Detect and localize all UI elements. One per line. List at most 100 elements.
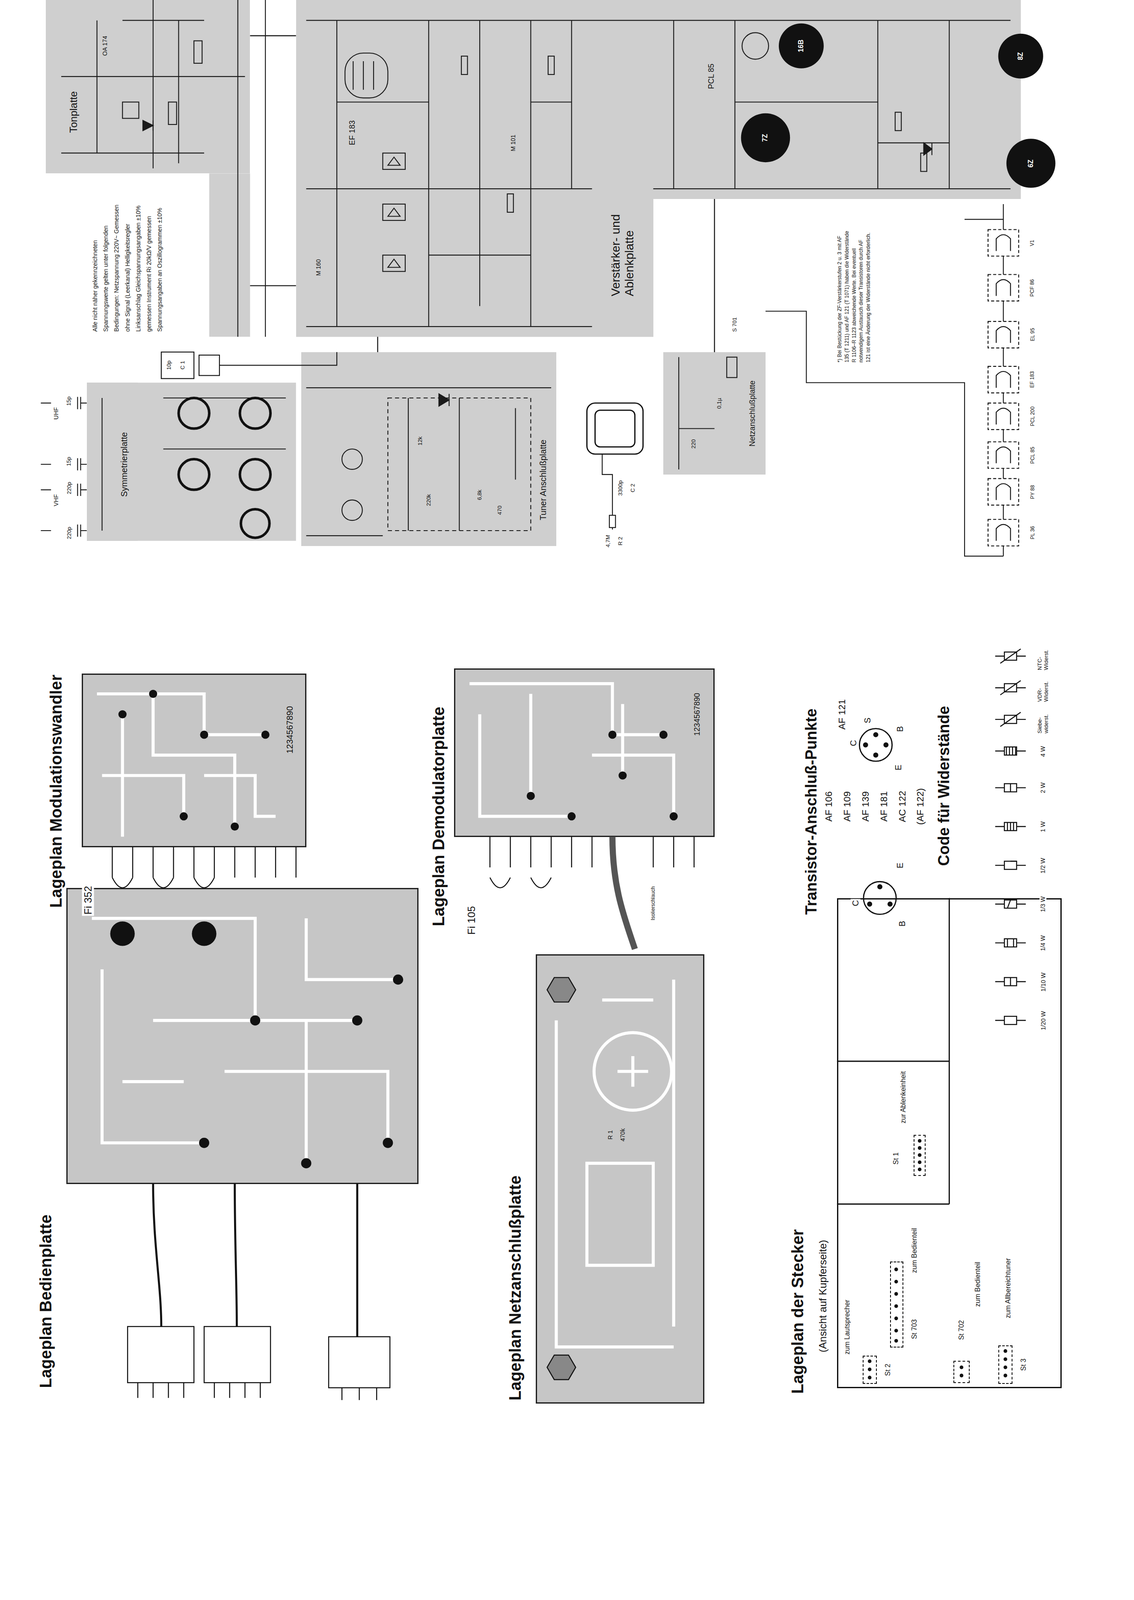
- schematic-label: *) Bei Bestückung der ZF-Verstärkerstufe…: [836, 228, 873, 364]
- schematic-label: 15p: [66, 395, 73, 408]
- pin-strip: [489, 836, 695, 868]
- schematic-label: 470: [496, 504, 504, 517]
- schematic-label: 1234567890: [284, 704, 295, 755]
- picture-tube: [587, 403, 644, 455]
- board-label: zum Lautsprecher: [843, 1298, 852, 1356]
- schematic-label: R 2: [617, 535, 624, 547]
- heater-chain: [988, 442, 1019, 469]
- coil-box: [198, 355, 220, 376]
- transistor-symbol: [240, 459, 271, 490]
- schematic-label: Siebe-widerst.: [1036, 704, 1050, 735]
- insulating-tube: [612, 836, 635, 949]
- transistor-symbol: [178, 397, 271, 538]
- schematic-label: 0,1µ: [716, 396, 723, 410]
- board-label: Symmetrierplatte: [119, 430, 130, 499]
- board-label: zum Bedienteil: [910, 1226, 919, 1275]
- cable: [153, 1183, 358, 1337]
- heater-chain: [988, 321, 1019, 348]
- component-symbol: [609, 515, 616, 528]
- schematic-label: 8Z: [1016, 50, 1025, 62]
- schematic-label: S 701: [731, 315, 739, 333]
- heater-chain: [988, 274, 1019, 301]
- board-label: zum Bedienteil: [973, 1260, 982, 1308]
- insulating-tube: [612, 836, 635, 949]
- schematic-wire: [602, 454, 613, 530]
- connector-socket: St 702zum Bedienteil: [953, 1360, 970, 1384]
- heater-chain: [988, 366, 1019, 393]
- schematic-label: EF 183: [347, 118, 357, 147]
- board-label: Verstärker- und Ablenkplatte: [608, 182, 637, 298]
- schematic-label: 220p: [66, 480, 73, 496]
- schematic-label: Code für Widerstände: [935, 704, 953, 868]
- board-label: St 703: [910, 1318, 919, 1341]
- schematic-label: PCL 85: [1030, 445, 1037, 466]
- board-label: (Ansicht auf Kupferseite): [816, 1238, 829, 1354]
- transistor-symbol: [240, 509, 270, 538]
- amplifier-board: Verstärker- und Ablenkplatte: [296, 0, 1022, 337]
- schematic-label: C 2: [629, 482, 636, 494]
- schematic-label: PY 88: [1030, 483, 1037, 500]
- schematic-label: 1 W: [1039, 820, 1047, 834]
- schematic-label: PCF 86: [1030, 277, 1037, 298]
- connector-plug: [137, 1382, 377, 1401]
- schematic-label: EL 95: [1030, 326, 1037, 343]
- schematic-label: UHF: [52, 406, 60, 422]
- schematic-label: 10p: [166, 359, 173, 372]
- schematic-label: 3300p: [617, 478, 624, 497]
- resistor-symbol: [1004, 747, 1017, 756]
- picture-tube: [587, 403, 644, 455]
- schematic-wire: [40, 397, 87, 538]
- schematic-label: V1: [1030, 238, 1037, 248]
- schematic-label: Transistor-Anschluß-Punkte: [802, 706, 821, 916]
- board-label: zur Ablenkeinheit: [899, 1069, 908, 1125]
- schematic-wire: [765, 204, 1004, 557]
- connector-plug: [127, 1326, 194, 1383]
- connector-plug: [328, 1336, 390, 1388]
- pin-strip: [489, 877, 552, 888]
- board-label: Fi 352: [81, 884, 94, 916]
- connector-socket: St 703zum Bedienteil: [890, 1261, 904, 1348]
- schematic-label: (AF 122): [915, 786, 927, 827]
- schematic-label: 4 W: [1039, 744, 1047, 758]
- pcb-layout: Lageplan Netzanschlußplatte: [535, 954, 705, 1404]
- schematic-label: 16B: [797, 38, 805, 54]
- coil-box: [161, 352, 220, 379]
- wire-connector: [713, 198, 715, 353]
- schematic-label: E: [893, 763, 904, 772]
- schematic-label: 1/4 W: [1039, 934, 1047, 953]
- connector-socket: St 1zur Ablenkeinheit: [913, 1134, 927, 1176]
- board-outline: [296, 0, 1022, 337]
- schematic-label: EF 183: [1030, 370, 1037, 390]
- board-label: Lageplan Modulationswandler: [46, 673, 66, 909]
- schematic-label: PCL 85: [706, 62, 716, 91]
- board-label: Lageplan Bedienplatte: [36, 1213, 56, 1390]
- board-label: St 2: [884, 1362, 892, 1378]
- board-label: St 1: [892, 1151, 900, 1166]
- board-outline: [296, 0, 1022, 337]
- picture-tube: [595, 410, 636, 448]
- board-label: zum Allbereichtuner: [1004, 1256, 1013, 1320]
- board-label: Tonplatte: [67, 89, 80, 134]
- heater-chain: [988, 229, 1019, 257]
- schematic-label: 220: [690, 438, 698, 451]
- transistor-pin: [863, 742, 869, 748]
- schematic-label: 1/3 W: [1039, 895, 1047, 914]
- heater-chain: [996, 234, 1011, 541]
- cable: [153, 1183, 358, 1337]
- schematic-label: C: [848, 738, 859, 748]
- resistor-symbol: [1004, 783, 1017, 792]
- board-label: Fi 105: [465, 905, 478, 937]
- balun-board: Symmetrierplatte: [86, 382, 138, 541]
- resistor-symbol: [1004, 822, 1017, 831]
- schematic-label: PL 36: [1030, 525, 1037, 541]
- pin-strip: [112, 846, 296, 878]
- schematic-label: PCL 200: [1030, 405, 1037, 428]
- schematic-label: NTC-Widerst.: [1036, 641, 1050, 672]
- schematic-label: AF 121: [836, 697, 848, 731]
- resistor-symbol: [1004, 861, 1017, 870]
- schematic-label: 6Z: [1027, 157, 1035, 169]
- schematic-label: AF 106: [823, 789, 835, 823]
- schematic-label: S: [862, 716, 873, 725]
- transistor-pin: [873, 732, 879, 738]
